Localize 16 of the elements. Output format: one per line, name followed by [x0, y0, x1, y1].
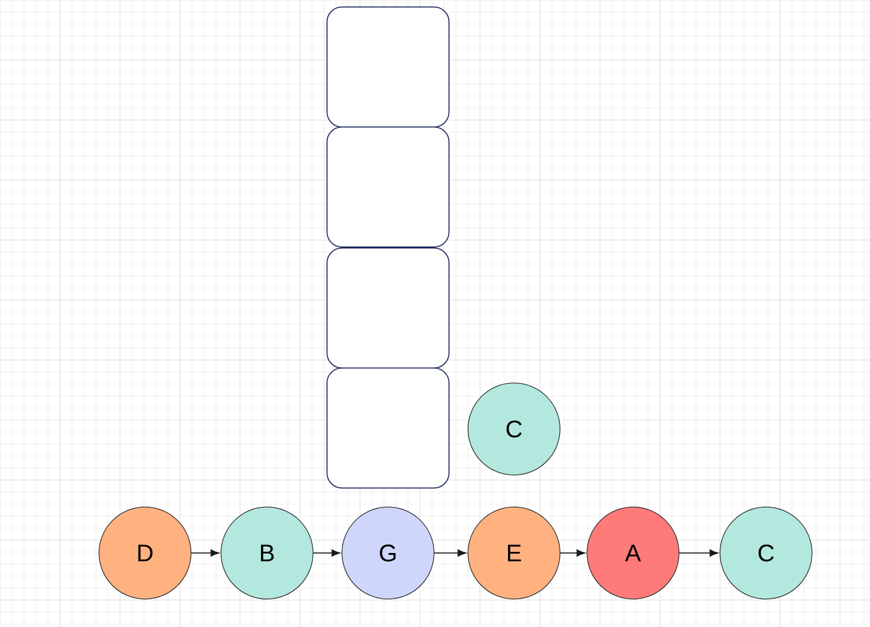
arrow	[560, 549, 586, 557]
empty-box	[326, 368, 450, 488]
empty-box	[326, 126, 450, 248]
circle-node: E	[468, 506, 560, 600]
empty-box	[326, 6, 450, 128]
arrow	[190, 549, 220, 557]
arrow	[434, 549, 466, 557]
circle-node: G	[342, 506, 434, 600]
arrow	[678, 549, 718, 557]
circle-node: A	[586, 506, 680, 600]
circle-node: C	[468, 382, 560, 476]
circle-node: D	[98, 506, 192, 600]
circle-node: C	[720, 506, 812, 600]
empty-box	[326, 248, 450, 368]
arrow	[312, 549, 340, 557]
circle-node: B	[220, 506, 314, 600]
